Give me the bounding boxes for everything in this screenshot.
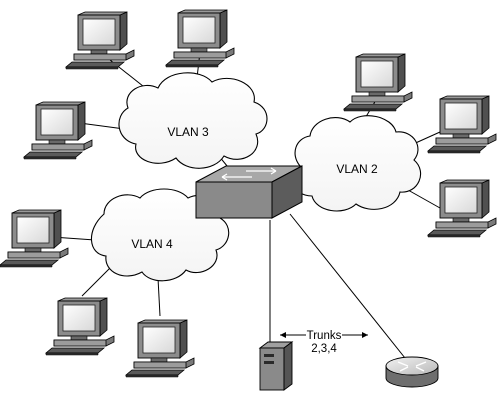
- cloud-label-vlan2: VLAN 2: [336, 162, 378, 176]
- workstation-icon: [65, 11, 135, 70]
- workstation-icon: [427, 95, 497, 154]
- link-vlan4-pc-3: [157, 277, 161, 317]
- switch-icon: [195, 165, 303, 219]
- workstation-icon: [343, 53, 413, 112]
- cloud-vlan4: VLAN 4: [90, 188, 230, 282]
- link-vlan2-pc-3: [407, 189, 441, 209]
- trunk-label-title: Trunks: [307, 330, 342, 342]
- router-icon: [385, 356, 439, 388]
- workstation-icon: [45, 297, 115, 356]
- workstation-icon: [165, 9, 235, 68]
- cloud-vlan3: VLAN 3: [118, 72, 268, 169]
- arrow-right-icon: [362, 332, 368, 338]
- trunk-line-router: [289, 213, 406, 359]
- workstation-icon: [427, 179, 497, 238]
- server-icon: [258, 341, 294, 391]
- cloud-vlan2: VLAN 2: [291, 115, 422, 212]
- cloud-label-vlan4: VLAN 4: [131, 237, 173, 251]
- link-vlan4-pc-2: [81, 267, 111, 297]
- cloud-label-vlan3: VLAN 3: [167, 125, 209, 139]
- arrow-left-icon: [280, 332, 286, 338]
- trunk-label-vlans: 2,3,4: [311, 343, 337, 355]
- workstation-icon: [125, 319, 195, 378]
- workstation-icon: [23, 101, 93, 160]
- workstation-icon: [0, 209, 69, 268]
- trunk-annotation: Trunks 2,3,4: [280, 326, 368, 355]
